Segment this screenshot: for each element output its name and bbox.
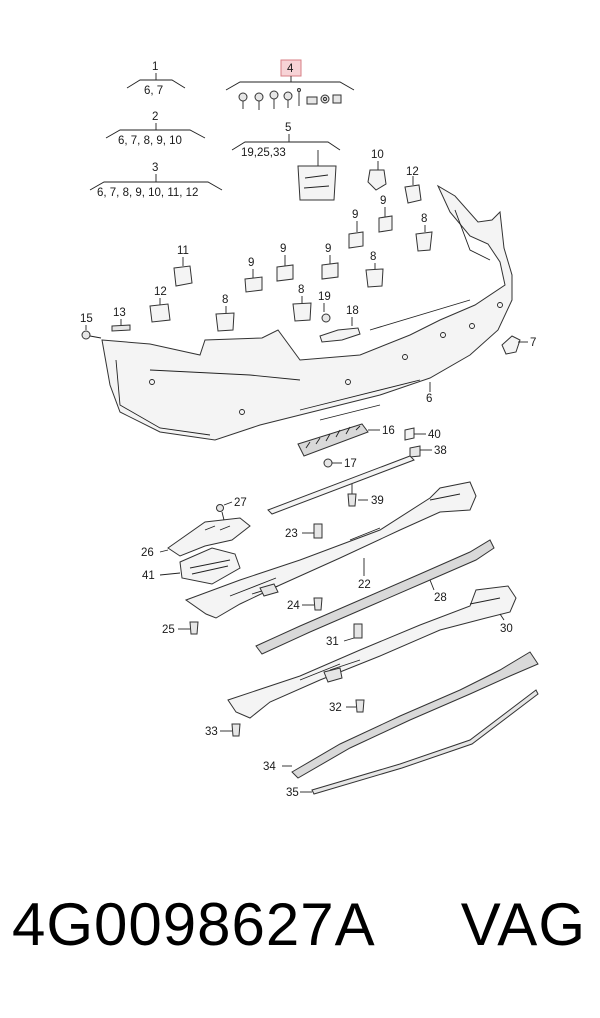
- footer: 4G0098627A VAG: [0, 890, 600, 1010]
- group-4-number: 4: [287, 63, 294, 75]
- svg-text:12: 12: [406, 166, 419, 178]
- svg-text:34: 34: [263, 761, 276, 773]
- svg-text:10: 10: [371, 149, 384, 161]
- group-3-items: 6, 7, 8, 9, 10, 11, 12: [97, 187, 198, 199]
- svg-text:27: 27: [234, 497, 247, 509]
- svg-text:15: 15: [80, 313, 93, 325]
- trim-strip-39: 39: [267, 455, 415, 515]
- svg-text:8: 8: [222, 294, 228, 306]
- strip-35: 35: [286, 689, 539, 799]
- screw-25: 25: [162, 621, 199, 636]
- svg-text:24: 24: [287, 600, 300, 612]
- svg-text:39: 39: [371, 495, 384, 507]
- mesh-34: 34: [263, 651, 539, 779]
- diffuser-30: 30: [227, 585, 517, 719]
- svg-text:28: 28: [434, 592, 447, 604]
- svg-text:17: 17: [344, 458, 357, 470]
- clip-9-top1: 9: [378, 195, 393, 233]
- clip-8-top: 8: [415, 213, 433, 252]
- svg-text:8: 8: [421, 213, 427, 225]
- svg-text:13: 13: [113, 307, 126, 319]
- clip-31: 31: [326, 623, 363, 648]
- svg-text:23: 23: [285, 528, 298, 540]
- svg-text:19: 19: [318, 291, 331, 303]
- svg-text:18: 18: [346, 305, 359, 317]
- fastener-icons: [238, 88, 342, 110]
- screw-15: 15: [80, 313, 102, 340]
- svg-text:22: 22: [358, 579, 371, 591]
- brand-name: VAG: [460, 891, 586, 958]
- svg-text:26: 26: [141, 547, 154, 559]
- svg-text:7: 7: [530, 337, 536, 349]
- group-2-number: 2: [152, 111, 158, 123]
- clip-23: 23: [285, 523, 323, 540]
- clip-38: 38: [409, 445, 447, 458]
- group-2: 2 6, 7, 8, 9, 10: [105, 111, 206, 147]
- clip-8-c: 8: [215, 294, 235, 332]
- group-1-number: 1: [152, 61, 158, 73]
- clip-8-d: 8: [292, 284, 312, 322]
- group-1: 1 6, 7: [126, 61, 186, 97]
- label-6: 6: [426, 382, 432, 405]
- svg-text:6: 6: [426, 393, 432, 405]
- clip-11: 11: [173, 245, 193, 287]
- svg-text:33: 33: [205, 726, 218, 738]
- svg-text:25: 25: [162, 624, 175, 636]
- svg-text:32: 32: [329, 702, 342, 714]
- svg-text:38: 38: [434, 445, 447, 457]
- svg-text:30: 30: [500, 623, 513, 635]
- group-3-number: 3: [152, 162, 158, 174]
- part-13: 13: [111, 307, 131, 332]
- svg-text:16: 16: [382, 425, 395, 437]
- cap-7: 7: [501, 335, 536, 355]
- clip-9-c: 9: [321, 243, 339, 280]
- screw-19: 19: [318, 291, 331, 323]
- svg-text:9: 9: [380, 195, 386, 207]
- clip-12-top: 12: [404, 166, 422, 204]
- diffuser-22: 22: [184, 481, 477, 619]
- cover-41: 41: [142, 547, 241, 585]
- group-5-number: 5: [285, 122, 291, 134]
- screw-33: 33: [205, 723, 241, 738]
- screw-17: 17: [323, 458, 357, 470]
- clip-9-top2: 9: [348, 209, 364, 249]
- clip-10: 10: [367, 149, 387, 191]
- bumper-cover: [101, 184, 513, 441]
- clip-9-b: 9: [276, 243, 294, 282]
- screw-27: 27: [216, 497, 247, 521]
- mesh-28: 28: [255, 539, 495, 655]
- group-2-items: 6, 7, 8, 9, 10: [118, 135, 182, 147]
- bracket-18: 18: [319, 305, 361, 343]
- parts-diagram: 1 6, 7 2 6, 7, 8, 9, 10 3 6, 7, 8, 9, 10…: [80, 59, 539, 799]
- screw-24: 24: [287, 597, 323, 612]
- svg-text:9: 9: [280, 243, 286, 255]
- clip-40: 40: [404, 427, 441, 441]
- svg-text:31: 31: [326, 636, 339, 648]
- svg-text:40: 40: [428, 429, 441, 441]
- svg-text:12: 12: [154, 286, 167, 298]
- svg-text:8: 8: [370, 251, 376, 263]
- fastener-bag: [297, 165, 337, 201]
- clip-12-left: 12: [149, 286, 171, 323]
- svg-text:9: 9: [248, 257, 254, 269]
- svg-text:41: 41: [142, 570, 155, 582]
- svg-text:11: 11: [177, 245, 189, 257]
- group-4[interactable]: 4: [225, 59, 355, 110]
- grille-16: 16: [297, 423, 395, 457]
- bracket-26: 26: [141, 517, 251, 559]
- screw-32: 32: [329, 699, 365, 714]
- group-5: 5 19,25,33: [231, 122, 341, 201]
- group-5-items: 19,25,33: [241, 147, 286, 159]
- clip-9-a: 9: [244, 257, 263, 293]
- svg-text:8: 8: [298, 284, 304, 296]
- svg-text:35: 35: [286, 787, 299, 799]
- group-3: 3 6, 7, 8, 9, 10, 11, 12: [89, 162, 223, 199]
- clip-8-b: 8: [365, 251, 384, 288]
- group-1-items: 6, 7: [144, 85, 163, 97]
- svg-text:9: 9: [352, 209, 358, 221]
- svg-text:9: 9: [325, 243, 331, 255]
- part-number: 4G0098627A: [12, 891, 376, 958]
